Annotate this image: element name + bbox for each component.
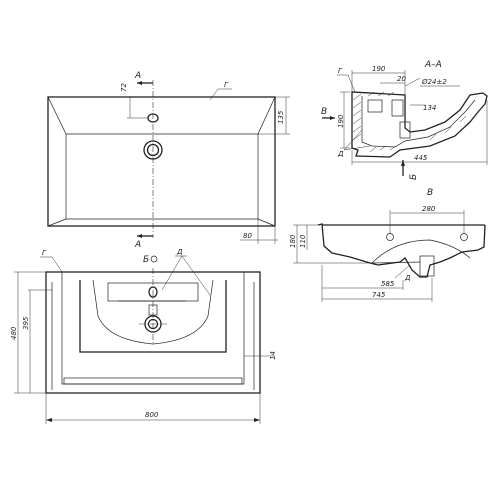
view-b-label: В (321, 107, 327, 117)
dim-20: 20 (397, 75, 406, 83)
front-bowl-outer (79, 280, 227, 353)
dim-190: 190 (372, 65, 386, 73)
leader-d-front: Д (176, 248, 183, 256)
drain-inner (146, 143, 160, 157)
section-hatch (352, 91, 467, 153)
dim-480: 480 (10, 326, 18, 340)
top-view: А А 72 135 80 Г (47, 71, 290, 250)
dim-745: 745 (372, 291, 386, 299)
top-view-bowl-edge (47, 96, 276, 220)
dim-585: 585 (381, 280, 395, 288)
dim-395: 395 (22, 316, 30, 330)
top-view-outline (47, 96, 276, 227)
section-letter-bottom: А (134, 240, 141, 250)
leader-g-top: Г (224, 81, 229, 89)
dim-80: 80 (243, 232, 252, 240)
dim-110: 110 (299, 234, 307, 248)
dim-135: 135 (277, 110, 285, 124)
front-view: Б Г Д 480 395 14 (10, 248, 277, 424)
section-view: А–А 190 20 (321, 60, 488, 180)
section-letter-top: А (134, 71, 141, 81)
leader-d-side: Д (404, 274, 411, 282)
dim-d24: Ø24±2 (421, 78, 447, 86)
leader-d-section: Д (337, 150, 344, 158)
arrow-b-label: Б (409, 174, 419, 180)
section-title: А–А (424, 60, 442, 70)
view-b-front: Б (143, 255, 149, 265)
section-outer (351, 91, 488, 158)
dim-72: 72 (120, 83, 128, 92)
leader-g-section: Г (338, 67, 343, 75)
dim-180: 180 (289, 234, 297, 248)
dim-190v: 190 (337, 114, 345, 128)
side-view: В 280 180 110 585 745 Д (289, 188, 486, 302)
side-title: В (427, 188, 433, 198)
dim-280: 280 (422, 205, 436, 213)
dim-800: 800 (145, 411, 159, 419)
dim-134: 134 (423, 104, 436, 112)
dim-14: 14 (269, 351, 277, 360)
dim-445: 445 (414, 154, 428, 162)
leader-g-front: Г (42, 249, 47, 257)
